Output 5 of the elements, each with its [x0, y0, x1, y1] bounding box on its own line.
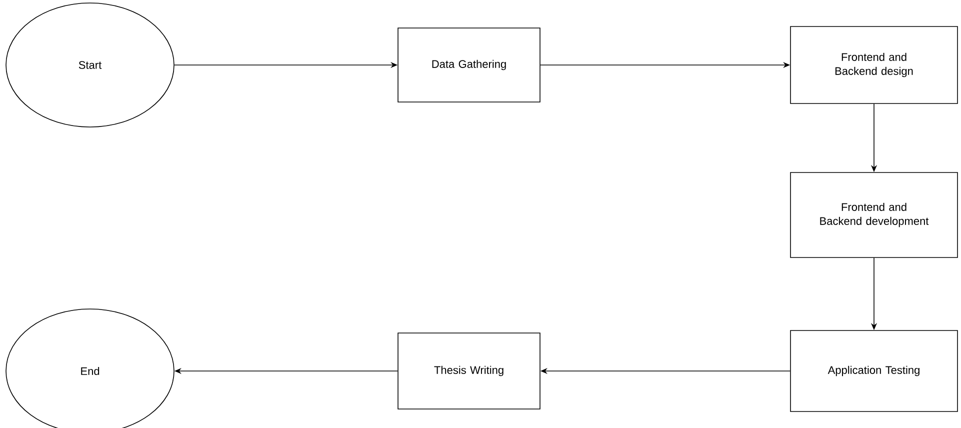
process-box: Data Gathering — [398, 28, 540, 102]
process-box: Frontend and Backend design — [790, 26, 958, 104]
process-box: Thesis Writing — [398, 332, 540, 410]
process-box: Frontend and Backend development — [790, 172, 958, 258]
process-box: Application Testing — [790, 330, 958, 412]
